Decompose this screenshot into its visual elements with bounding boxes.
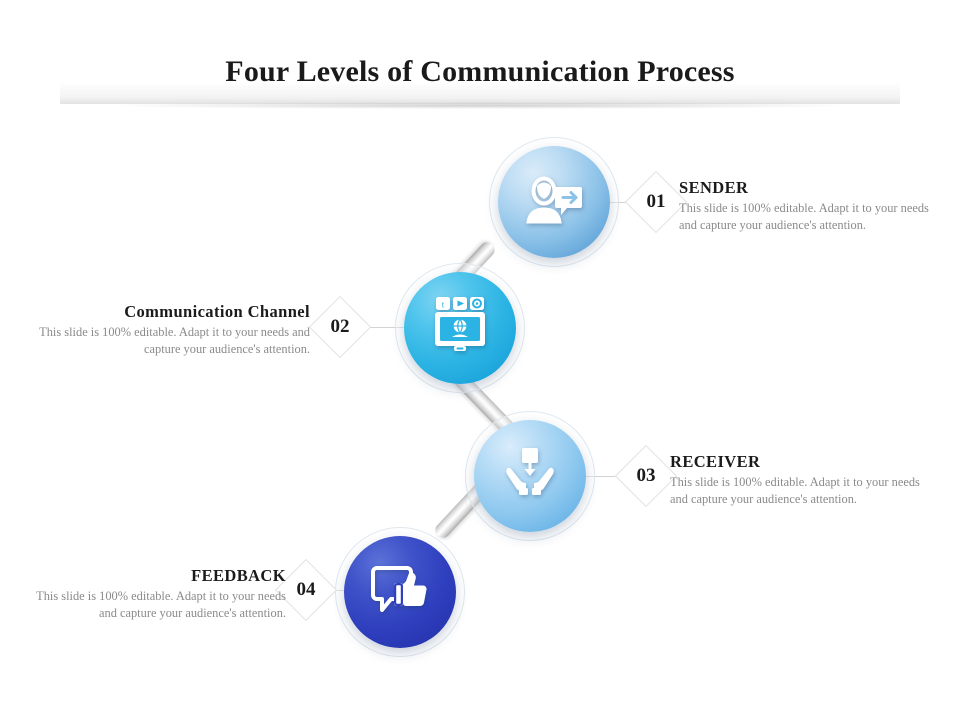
- step-circle-feedback[interactable]: [335, 527, 465, 657]
- thumbs-up-speech-bubble-icon: [369, 564, 431, 621]
- step-heading-receiver: RECEIVER: [670, 452, 761, 471]
- svg-text:t: t: [442, 299, 445, 309]
- step-text-communication-channel: Communication Channel This slide is 100%…: [38, 302, 310, 358]
- step-number-receiver: 03: [636, 465, 656, 486]
- step-text-receiver: RECEIVER This slide is 100% editable. Ad…: [670, 452, 938, 508]
- circle-disc: [474, 420, 586, 532]
- computer-monitor-globe-icon: t: [432, 296, 488, 360]
- step-number-sender: 01: [646, 191, 666, 212]
- step-heading-feedback: FEEDBACK: [191, 566, 286, 585]
- step-number-feedback: 04: [296, 579, 316, 600]
- person-speech-bubble-arrow-icon: [524, 174, 584, 231]
- step-body-communication-channel: This slide is 100% editable. Adapt it to…: [39, 325, 310, 356]
- leader-line-receiver: [582, 476, 626, 477]
- step-body-receiver: This slide is 100% editable. Adapt it to…: [670, 475, 920, 506]
- step-text-sender: SENDER This slide is 100% editable. Adap…: [679, 178, 947, 234]
- hands-receiving-package-icon: [502, 446, 558, 507]
- step-body-feedback: This slide is 100% editable. Adapt it to…: [36, 589, 286, 620]
- step-circle-communication-channel[interactable]: t: [395, 263, 525, 393]
- leader-line-sender: [606, 202, 636, 203]
- step-number-communication-channel: 02: [330, 316, 350, 337]
- title-background-band: [60, 46, 900, 109]
- step-heading-sender: SENDER: [679, 178, 749, 197]
- leader-line-communication-channel: [362, 327, 406, 328]
- circle-disc: [498, 146, 610, 258]
- page-title: Four Levels of Communication Process: [225, 55, 735, 88]
- step-body-sender: This slide is 100% editable. Adapt it to…: [679, 201, 929, 232]
- step-circle-sender[interactable]: [489, 137, 619, 267]
- step-text-feedback: FEEDBACK This slide is 100% editable. Ad…: [18, 566, 286, 622]
- step-circle-receiver[interactable]: [465, 411, 595, 541]
- step-heading-communication-channel: Communication Channel: [124, 302, 310, 321]
